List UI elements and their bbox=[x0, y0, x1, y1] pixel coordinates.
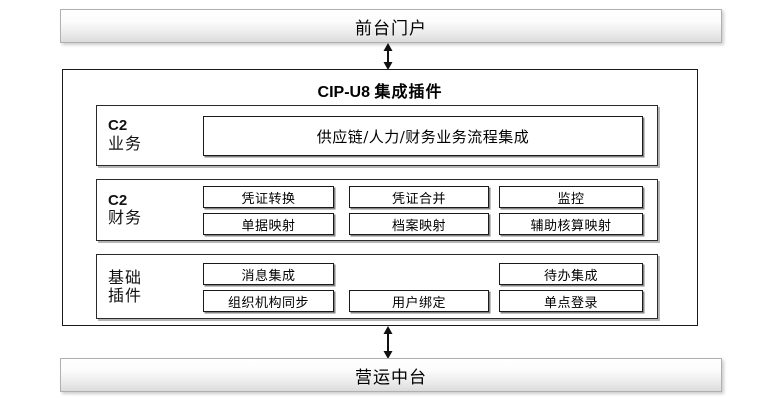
item-document-mapping[interactable]: 单据映射 bbox=[203, 213, 334, 235]
connector-bottom-arrow bbox=[383, 326, 393, 359]
item-archive-mapping[interactable]: 档案映射 bbox=[349, 213, 489, 235]
section-c2-business-label-top: C2 bbox=[108, 117, 128, 135]
section-c2-finance-label: C2 财务 bbox=[97, 191, 197, 228]
item-voucher-merge[interactable]: 凭证合并 bbox=[349, 186, 489, 208]
section-base-plugins-label: 基础 插件 bbox=[97, 267, 197, 305]
connector-top-arrow bbox=[383, 43, 393, 70]
section-c2-business-body: 供应链/人力/财务业务流程集成 bbox=[197, 106, 657, 165]
section-base-plugins: 基础 插件 消息集成 待办集成 组织机构同步 用户绑定 单点登录 bbox=[96, 254, 658, 319]
item-single-sign-on[interactable]: 单点登录 bbox=[499, 290, 643, 312]
section-base-plugins-label-top: 基础 bbox=[108, 267, 143, 287]
front-portal-label: 前台门户 bbox=[355, 18, 427, 39]
item-message-integration[interactable]: 消息集成 bbox=[203, 263, 334, 285]
operations-platform-label: 营运中台 bbox=[355, 367, 427, 388]
section-c2-business: C2 业务 供应链/人力/财务业务流程集成 bbox=[96, 105, 658, 166]
section-c2-finance-body: 凭证转换 凭证合并 监控 单据映射 档案映射 辅助核算映射 bbox=[197, 180, 657, 240]
section-c2-business-label-bottom: 业务 bbox=[108, 133, 143, 153]
item-auxiliary-accounting-mapping[interactable]: 辅助核算映射 bbox=[499, 213, 643, 235]
section-c2-business-label: C2 业务 bbox=[97, 117, 197, 153]
page-title-cjk: 集成插件 bbox=[374, 82, 443, 101]
section-c2-finance-label-top: C2 bbox=[108, 191, 128, 209]
section-c2-finance: C2 财务 凭证转换 凭证合并 监控 单据映射 档案映射 辅助核算映射 bbox=[96, 179, 658, 241]
item-user-binding[interactable]: 用户绑定 bbox=[349, 290, 489, 312]
item-monitoring[interactable]: 监控 bbox=[499, 186, 643, 208]
item-org-structure-sync[interactable]: 组织机构同步 bbox=[203, 290, 334, 312]
section-base-plugins-body: 消息集成 待办集成 组织机构同步 用户绑定 单点登录 bbox=[197, 255, 657, 318]
page-title-prefix: CIP-U8 bbox=[317, 84, 370, 101]
operations-platform-bar: 营运中台 bbox=[60, 358, 722, 392]
item-voucher-conversion[interactable]: 凭证转换 bbox=[203, 186, 334, 208]
page-title: CIP-U8 集成插件 bbox=[63, 78, 697, 102]
section-c2-finance-label-bottom: 财务 bbox=[108, 208, 143, 228]
section-base-plugins-label-bottom: 插件 bbox=[108, 285, 143, 305]
item-business-process-integration[interactable]: 供应链/人力/财务业务流程集成 bbox=[203, 116, 643, 156]
item-todo-integration[interactable]: 待办集成 bbox=[499, 263, 643, 285]
cip-u8-plugin-container: CIP-U8 集成插件 C2 业务 供应链/人力/财务业务流程集成 C2 财务 … bbox=[62, 69, 698, 326]
front-portal-bar: 前台门户 bbox=[60, 9, 722, 43]
